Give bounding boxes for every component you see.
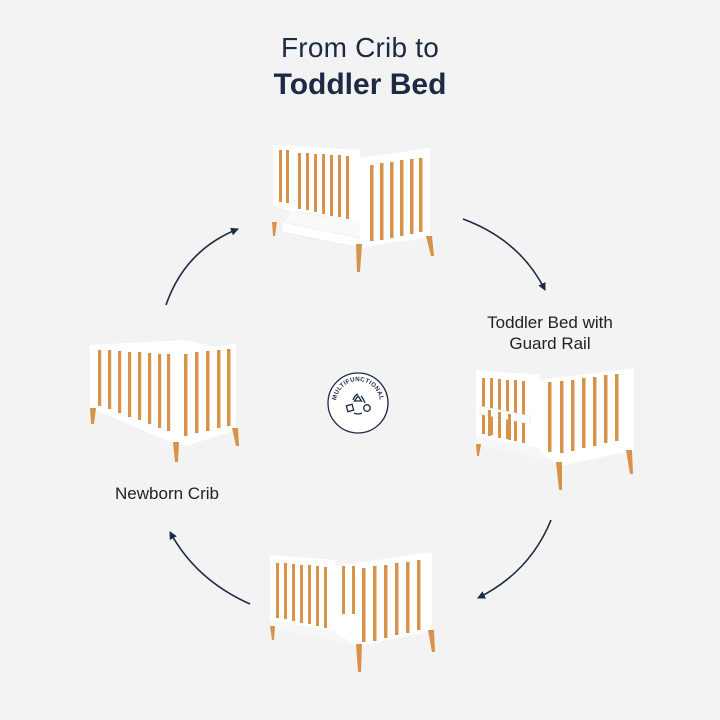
diagram-title: From Crib to Toddler Bed: [0, 30, 720, 104]
arrow-bottom-left: [169, 531, 251, 605]
crib-bottom-toddler-bed: [270, 552, 435, 672]
recycle-cycle-icon: [345, 393, 371, 415]
arrow-top-left: [165, 227, 239, 306]
arrow-bottom-right: [477, 519, 552, 599]
label-toddler-bed-guard-rail: Toddler Bed with Guard Rail: [487, 313, 613, 353]
multifunctional-badge: MULTIFUNCTIONAL: [327, 372, 389, 434]
arrow-top-right: [462, 218, 546, 291]
label-newborn-crib: Newborn Crib: [115, 484, 219, 503]
crib-left-newborn: [90, 340, 239, 462]
crib-right-toddler-rail: [476, 368, 634, 490]
title-line-2: Toddler Bed: [273, 68, 447, 101]
title-line-1: From Crib to: [281, 32, 439, 63]
crib-top-toddler-bed: [272, 145, 434, 272]
